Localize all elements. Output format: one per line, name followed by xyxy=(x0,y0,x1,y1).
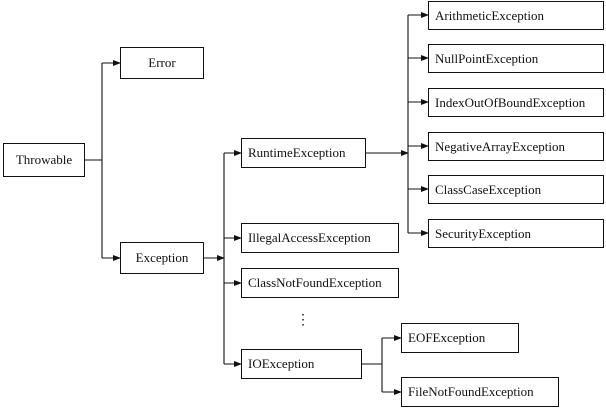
node-class-not-found-exception: ClassNotFoundException xyxy=(241,268,399,298)
node-arithmetic-exception: ArithmeticException xyxy=(428,1,604,30)
node-class-case-exception: ClassCaseException xyxy=(428,175,604,204)
node-eof-exception: EOFException xyxy=(401,323,519,353)
node-illegal-access-exception: IllegalAccessException xyxy=(241,223,399,253)
node-file-not-found-exception: FileNotFoundException xyxy=(401,377,559,407)
node-security-exception: SecurityException xyxy=(428,219,604,248)
node-index-out-of-bound-exception: IndexOutOfBoundException xyxy=(428,88,604,117)
node-negative-array-exception: NegativeArrayException xyxy=(428,132,604,161)
node-runtime-exception: RuntimeException xyxy=(241,138,366,168)
node-null-point-exception: NullPointException xyxy=(428,44,604,73)
node-exception: Exception xyxy=(120,242,204,274)
node-io-exception: IOException xyxy=(241,349,362,379)
node-error: Error xyxy=(120,47,204,79)
node-throwable: Throwable xyxy=(3,143,85,177)
ellipsis-more-subclasses: ⋮ xyxy=(296,313,310,328)
